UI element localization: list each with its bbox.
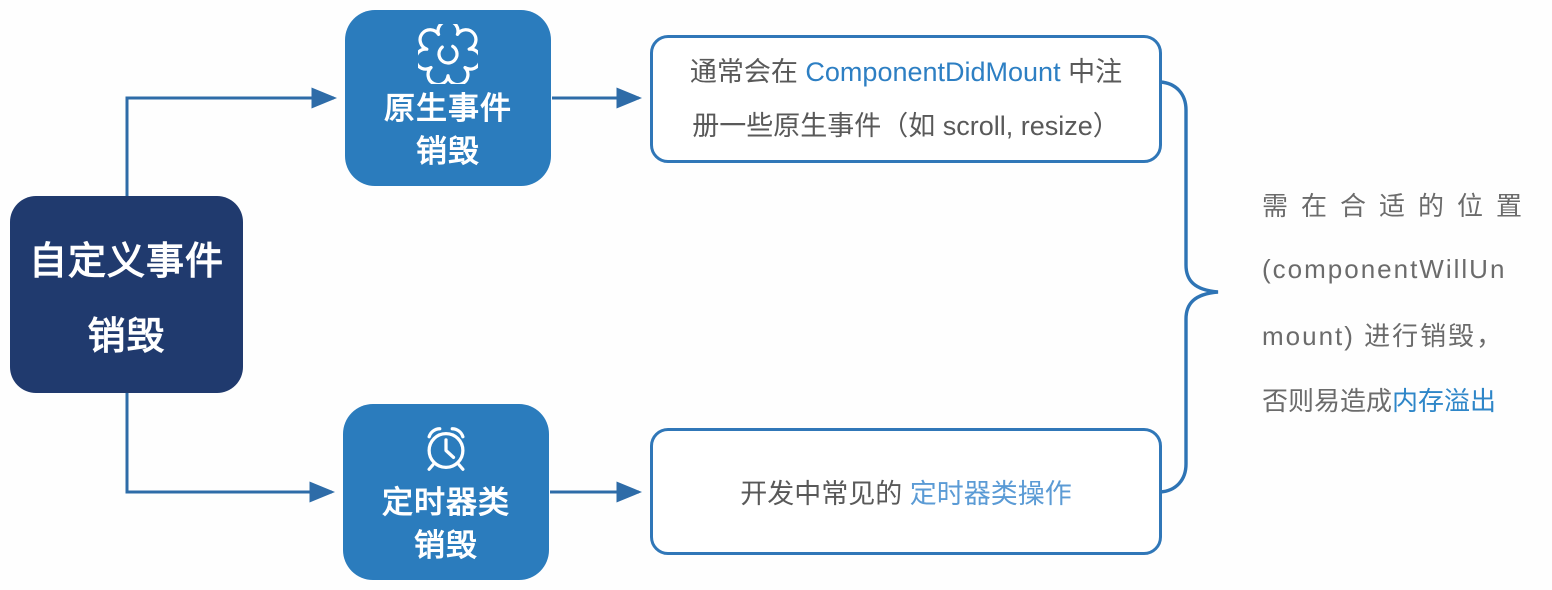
note-line-4-prefix: 否则易造成 <box>1262 386 1393 416</box>
root-node-label-line1: 自定义事件 <box>28 240 224 283</box>
callout-native-suffix: 中注册一些原生事件（如 scroll, resize） <box>692 57 1123 141</box>
callout-timer-ops-text: 开发中常见的 定时器类操作 <box>740 472 1072 511</box>
note-line-2: (componentWillUn <box>1262 254 1507 284</box>
callout-timer-ops: 开发中常见的 定时器类操作 <box>650 428 1162 555</box>
connector-root-to-native <box>125 87 337 197</box>
node-native-event-destroy: 原生事件 销毁 <box>345 10 551 186</box>
branch-label-native: 原生事件 销毁 <box>384 88 512 174</box>
gear-icon <box>418 24 478 84</box>
note-line-4-highlight: 内存溢出 <box>1392 386 1497 416</box>
node-timer-destroy: 定时器类 销毁 <box>343 404 549 580</box>
callout-timer-highlight: 定时器类操作 <box>909 479 1072 509</box>
note-line-3: mount) 进行销毁， <box>1262 321 1505 351</box>
branch-timer-line1: 定时器类 <box>382 485 510 520</box>
callout-native-events-text: 通常会在 ComponentDidMount 中注册一些原生事件（如 scrol… <box>687 45 1125 153</box>
branch-native-line2: 销毁 <box>416 133 480 169</box>
curly-brace <box>1158 80 1219 494</box>
root-node-label-line2: 销毁 <box>87 315 166 358</box>
note-text: 需在合适的位置 (componentWillUn mount) 进行销毁， 否则… <box>1262 172 1548 432</box>
callout-native-events: 通常会在 ComponentDidMount 中注册一些原生事件（如 scrol… <box>650 35 1162 163</box>
branch-label-timer: 定时器类 销毁 <box>382 482 510 568</box>
callout-native-prefix: 通常会在 <box>689 57 806 87</box>
node-custom-event-destroy: 自定义事件 销毁 <box>10 196 243 393</box>
note-line-4: 否则易造成 内存溢出 <box>1262 367 1548 432</box>
callout-timer-prefix: 开发中常见的 <box>740 479 910 509</box>
branch-native-line1: 原生事件 <box>384 91 512 126</box>
alarm-clock-icon <box>427 427 465 471</box>
callout-native-highlight: ComponentDidMount <box>805 57 1061 87</box>
branch-timer-line2: 销毁 <box>414 527 478 563</box>
note-line-1: 需在合适的位置 <box>1262 191 1536 221</box>
connector-root-to-timer <box>125 392 335 503</box>
